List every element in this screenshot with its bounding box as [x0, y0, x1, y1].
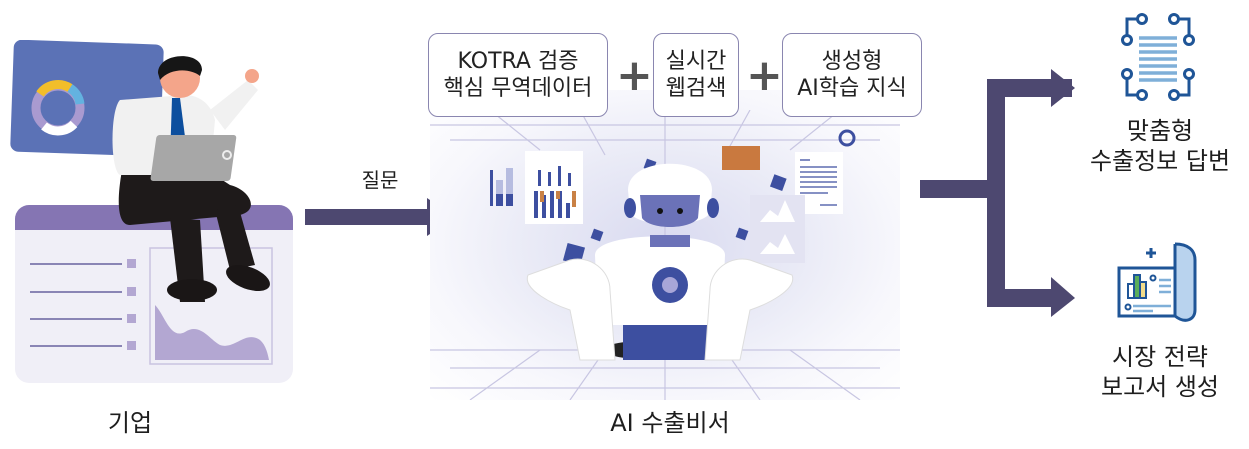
branch-arrow-icon — [920, 69, 1075, 317]
report-chart-icon — [1117, 242, 1197, 322]
output-report-label: 시장 전략 보고서 생성 — [1100, 343, 1220, 401]
robot-illustration — [460, 120, 860, 400]
output-answer-label: 맞춤형 수출정보 답변 — [1089, 117, 1231, 175]
ai-assistant-label: AI 수출비서 — [610, 409, 730, 437]
company-label: 기업 — [107, 409, 153, 437]
document-circuit-icon — [1121, 13, 1195, 101]
plus-icon: + — [746, 50, 783, 101]
company-illustration — [10, 39, 300, 390]
plus-icon: + — [616, 50, 653, 101]
question-label: 질문 — [361, 168, 399, 192]
